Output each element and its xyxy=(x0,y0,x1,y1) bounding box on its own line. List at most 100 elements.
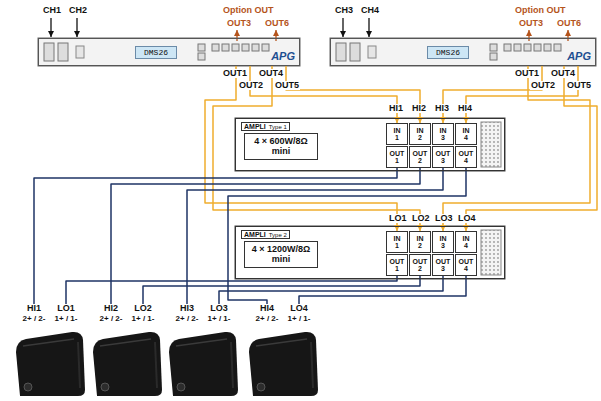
jack-box: OUT 4 xyxy=(455,254,477,276)
power-rating: 4 × 1200W/8Ω mini xyxy=(244,241,318,268)
output-name: OUT3 xyxy=(518,19,544,28)
speaker-cable xyxy=(34,168,397,304)
jack-box: OUT 2 xyxy=(409,146,431,168)
high-feed-name: HI4 xyxy=(457,104,473,113)
jack-box: OUT 3 xyxy=(432,254,454,276)
jack-label: OUT 4 xyxy=(459,258,474,272)
output-name: OUT1 xyxy=(514,69,540,78)
amplifier-panel: AMPLIType 14 × 600W/8Ω miniIN 1IN 2IN 3I… xyxy=(235,118,505,171)
processor-panel: DMS26 APG xyxy=(330,38,596,66)
jack-label: IN 3 xyxy=(440,127,447,141)
output-name: OUT2 xyxy=(238,81,264,90)
speaker-monitor: HI42+ / 2-LO41+ / 1- xyxy=(247,304,319,398)
speaker-monitor: HI1 2+ / 2- LO1 1+ / 1- xyxy=(14,304,86,398)
input-channel: CH1 xyxy=(42,6,62,15)
processor-housing xyxy=(544,44,551,51)
polarity-label: 1+ / 1- xyxy=(46,315,86,323)
speaker-cable xyxy=(299,276,466,304)
processor-housing xyxy=(490,44,497,51)
speaker-cable xyxy=(187,168,443,304)
speaker-input-name: LO3 xyxy=(199,304,239,313)
amplifier-housing xyxy=(481,122,501,167)
processor-housing xyxy=(330,38,596,66)
processor-housing xyxy=(490,53,497,60)
processor-housing xyxy=(58,43,68,61)
processor-housing xyxy=(554,44,561,51)
input-channel: CH3 xyxy=(334,6,354,15)
low-feed-name: LO1 xyxy=(388,214,408,223)
output-name: OUT4 xyxy=(550,69,576,78)
processor-housing xyxy=(350,43,360,61)
processor-housing xyxy=(336,43,346,61)
option-note: Option OUT xyxy=(514,6,567,15)
jack-label: OUT 1 xyxy=(390,258,405,272)
jack-label: OUT 2 xyxy=(413,258,428,272)
jack-box: OUT 4 xyxy=(455,146,477,168)
brand-logo: APG xyxy=(567,50,591,62)
polarity-label: 1+ / 1- xyxy=(279,315,319,323)
processor-housing xyxy=(252,44,259,51)
jack-box: IN 3 xyxy=(432,231,454,253)
output-name: OUT5 xyxy=(566,81,592,90)
processor-housing xyxy=(198,53,205,60)
output-name: OUT6 xyxy=(264,19,290,28)
high-feed-name: HI1 xyxy=(388,104,404,113)
speaker-input-name: LO4 xyxy=(279,304,319,313)
speaker-input-name: LO2 xyxy=(123,304,163,313)
model-badge: AMPLI xyxy=(244,231,266,238)
processor-housing xyxy=(504,44,511,51)
high-feed-name: HI3 xyxy=(434,104,450,113)
processor-housing xyxy=(222,44,229,51)
polarity-label: 2+ / 2- xyxy=(91,315,131,323)
speaker-input-name: LO1 xyxy=(46,304,86,313)
speaker-body xyxy=(16,332,85,396)
model-badge: AMPLI xyxy=(244,123,266,130)
speaker-cable xyxy=(66,276,397,304)
processor-housing xyxy=(368,46,376,58)
jack-box: IN 1 xyxy=(386,231,408,253)
jack-box: IN 4 xyxy=(455,123,477,145)
jack-label: OUT 4 xyxy=(459,150,474,164)
jack-box: IN 2 xyxy=(409,123,431,145)
amplifier-housing xyxy=(481,230,501,275)
processor-housing xyxy=(212,44,219,51)
amplifier-housing xyxy=(235,226,505,279)
speaker-monitor: HI32+ / 2-LO31+ / 1- xyxy=(167,304,239,398)
signal-wire xyxy=(466,66,578,123)
processor-housing xyxy=(524,44,531,51)
jack-box: OUT 1 xyxy=(386,254,408,276)
polarity-label: 1+ / 1- xyxy=(123,315,163,323)
output-name: OUT6 xyxy=(556,19,582,28)
jack-box: OUT 1 xyxy=(386,146,408,168)
option-output-arrow xyxy=(567,30,568,41)
signal-wire xyxy=(205,66,397,231)
speaker-cable xyxy=(219,276,443,304)
speaker-body xyxy=(169,332,238,396)
processor-housing xyxy=(44,43,54,61)
speaker-body xyxy=(93,332,162,396)
speaker-cable xyxy=(143,276,420,304)
polarity-label: 2+ / 2- xyxy=(14,315,54,323)
output-name: OUT5 xyxy=(274,81,300,90)
low-feed-name: LO4 xyxy=(457,214,477,223)
jack-box: IN 1 xyxy=(386,123,408,145)
amplifier-housing xyxy=(235,118,505,279)
jack-label: IN 2 xyxy=(417,127,424,141)
jack-box: IN 2 xyxy=(409,231,431,253)
jack-label: OUT 3 xyxy=(436,150,451,164)
model-badge: Type 2 xyxy=(269,232,287,238)
signal-wire xyxy=(443,66,542,123)
speaker-body xyxy=(16,332,318,396)
processor-housing xyxy=(262,44,269,51)
speaker-input-name: HI1 xyxy=(14,304,54,313)
amplifier-housing xyxy=(235,118,505,171)
signal-wire xyxy=(443,66,590,231)
speaker-input-name: HI3 xyxy=(167,304,207,313)
display-text: DMS26 xyxy=(427,46,469,59)
polarity-label: 1+ / 1- xyxy=(199,315,239,323)
option-output-arrow xyxy=(237,30,568,41)
input-arrow xyxy=(342,18,343,37)
amplifier-panel: AMPLIType 2 4 × 1200W/8Ω mini IN 1IN 2IN 3… xyxy=(235,226,505,279)
